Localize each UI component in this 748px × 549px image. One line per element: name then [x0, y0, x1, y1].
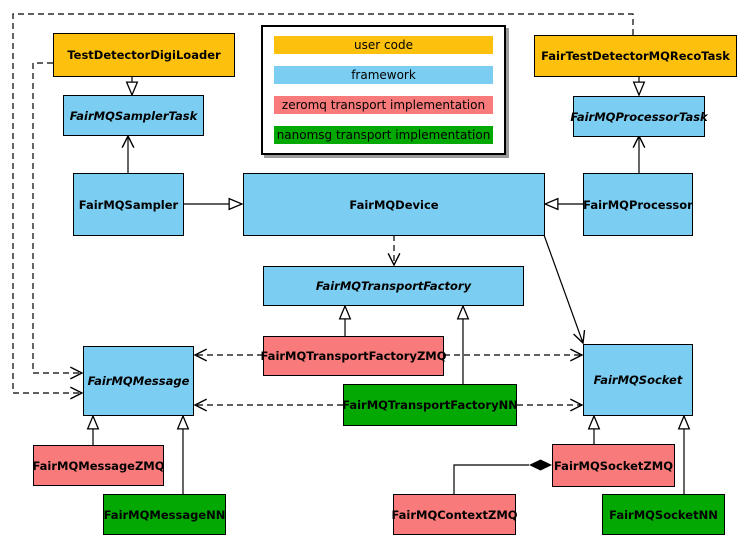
node-fairmqmessagenn: FairMQMessageNN: [103, 494, 226, 535]
node-fairmqtransportfactoryzmq: FairMQTransportFactoryZMQ: [261, 336, 447, 376]
node-fairmqdevice: FairMQDevice: [243, 173, 545, 236]
edge-device-socket-association: [543, 234, 583, 343]
node-fairmqmessagezmq: FairMQMessageZMQ: [32, 445, 165, 486]
node-fairmqsampler: FairMQSampler: [73, 173, 184, 236]
node-fairmqtransportfactory: FairMQTransportFactory: [263, 266, 524, 306]
legend-item-zeromq: zeromq transport implementation: [274, 96, 493, 114]
legend-item-framework: framework: [274, 66, 493, 84]
node-fairmqprocessortask: FairMQProcessorTask: [570, 96, 708, 137]
node-fairtestdetectormqrecotask: FairTestDetectorMQRecoTask: [534, 35, 737, 77]
node-fairmqcontextzmq: FairMQContextZMQ: [391, 494, 518, 535]
node-fairmqmessage: FairMQMessage: [83, 346, 194, 416]
edge-recotask-message-dependency: [12, 13, 634, 393]
node-fairmqsocket: FairMQSocket: [583, 344, 693, 416]
edge-digiloader-message-dependency: [32, 62, 82, 373]
legend: user code framework zeromq transport imp…: [261, 25, 506, 155]
node-fairmqtransportfactorynn: FairMQTransportFactoryNN: [342, 384, 518, 426]
node-fairmqprocessor: FairMQProcessor: [583, 173, 693, 236]
edge-contextzmq-socketzmq-composition: [453, 464, 529, 494]
node-fairmqsamplertask: FairMQSamplerTask: [63, 95, 204, 136]
legend-item-nanomsg: nanomsg transport implementation: [274, 126, 493, 144]
node-testdetectordigiloader: TestDetectorDigiLoader: [53, 33, 235, 77]
node-fairmqsocketzmq: FairMQSocketZMQ: [552, 444, 675, 487]
legend-item-user-code: user code: [274, 36, 493, 54]
node-fairmqsocketnn: FairMQSocketNN: [602, 494, 725, 535]
composition-diamond: [529, 459, 552, 471]
